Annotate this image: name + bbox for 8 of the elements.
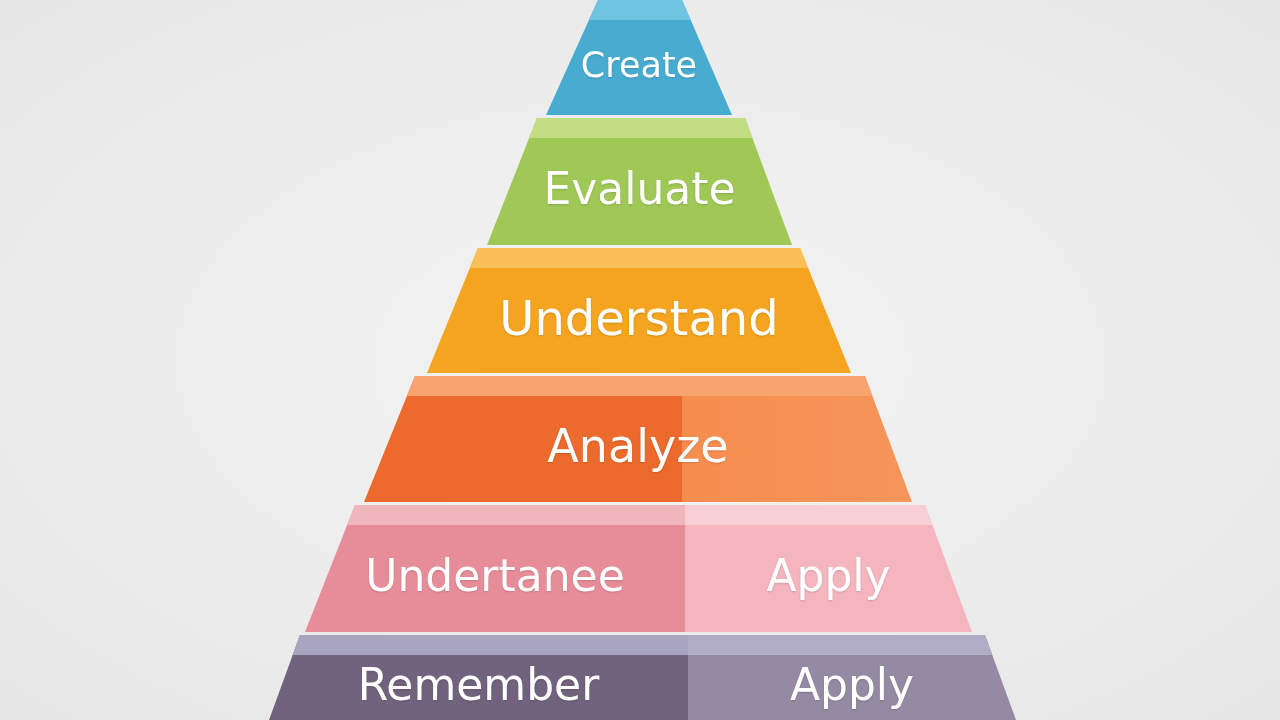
pyramid-level: Remember [269,635,688,720]
pyramid-level: Analyze [364,376,912,502]
pyramid-level: Evaluate [487,118,792,245]
pyramid-level: Apply [685,505,972,632]
pyramid-level: Undertanee [305,505,685,632]
pyramid-level: Understand [427,248,851,373]
pyramid-level: Apply [688,635,1016,720]
pyramid-level: Create [546,0,732,115]
